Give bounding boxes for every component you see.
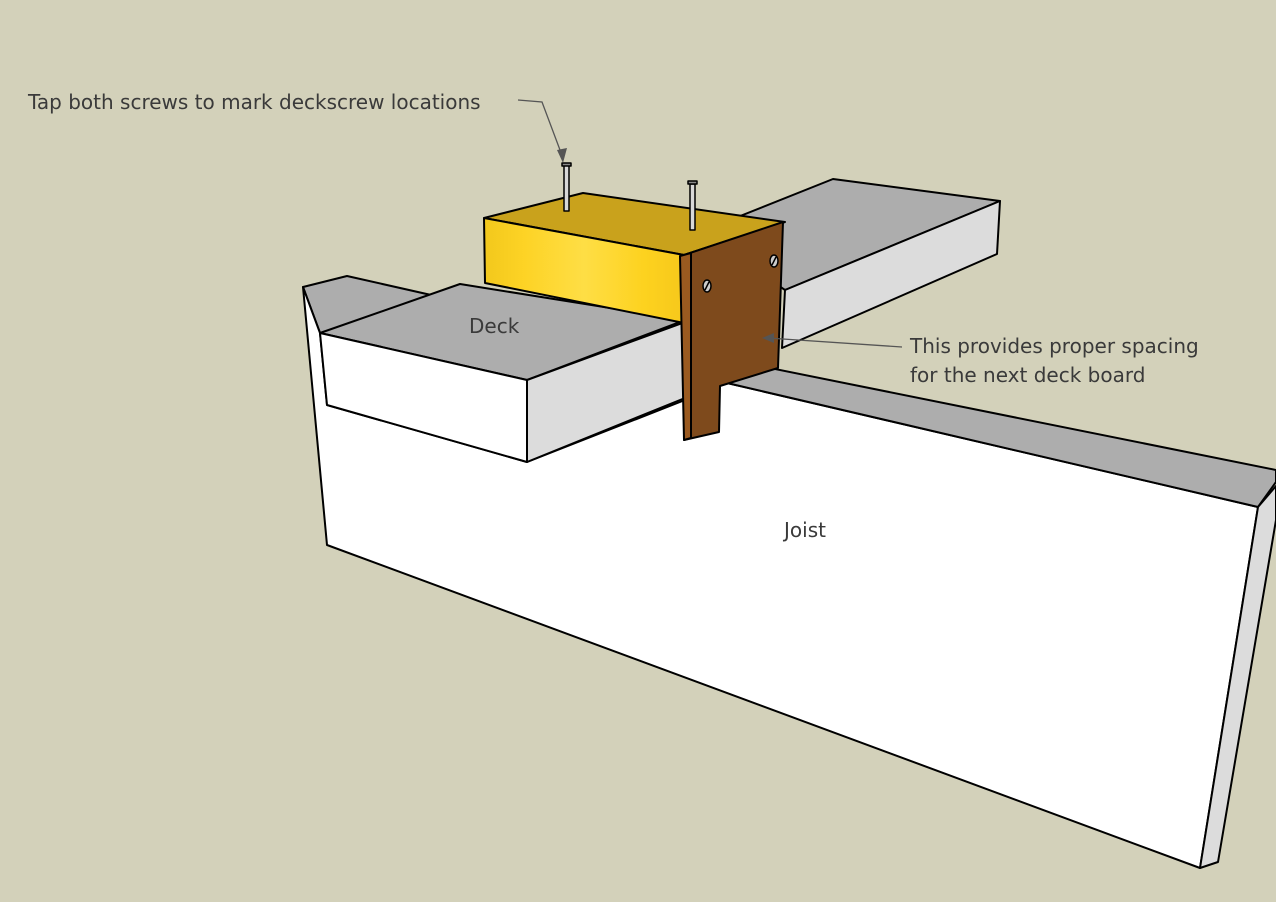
spacer-annotation-line1: This provides proper spacing [910, 334, 1199, 358]
leader-arrows [517, 99, 903, 348]
joist-label: Joist [784, 518, 826, 542]
front-deck-board [319, 283, 686, 463]
screws-leader-arrow [517, 99, 564, 159]
spacer-leader-arrow [767, 337, 903, 348]
deck-label: Deck [469, 314, 520, 338]
joist [302, 275, 1276, 869]
spacer-bracket [679, 221, 784, 441]
spacer-annotation-line2: for the next deck board [910, 363, 1146, 387]
marking-screws [561, 162, 698, 231]
screws-annotation: Tap both screws to mark deckscrew locati… [28, 90, 481, 114]
bracket-screw-icon [702, 254, 779, 293]
